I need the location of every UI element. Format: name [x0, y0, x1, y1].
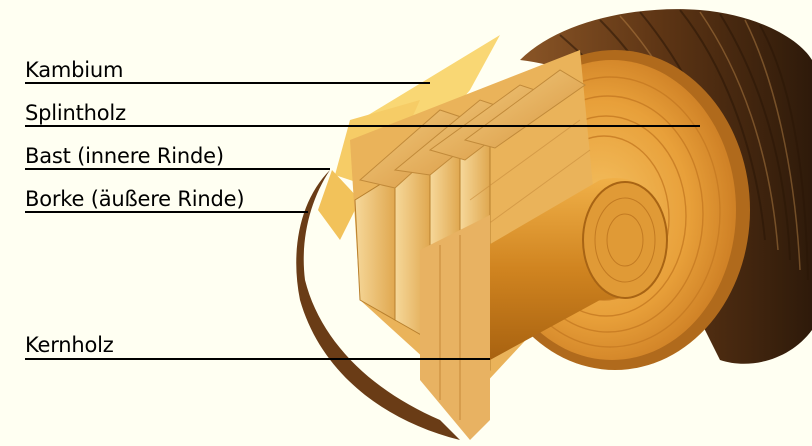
label-kambium: Kambium: [25, 58, 123, 82]
label-splintholz: Splintholz: [25, 101, 126, 125]
label-kernholz: Kernholz: [25, 333, 114, 357]
label-bast: Bast (innere Rinde): [25, 144, 224, 168]
label-borke: Borke (äußere Rinde): [25, 187, 244, 211]
